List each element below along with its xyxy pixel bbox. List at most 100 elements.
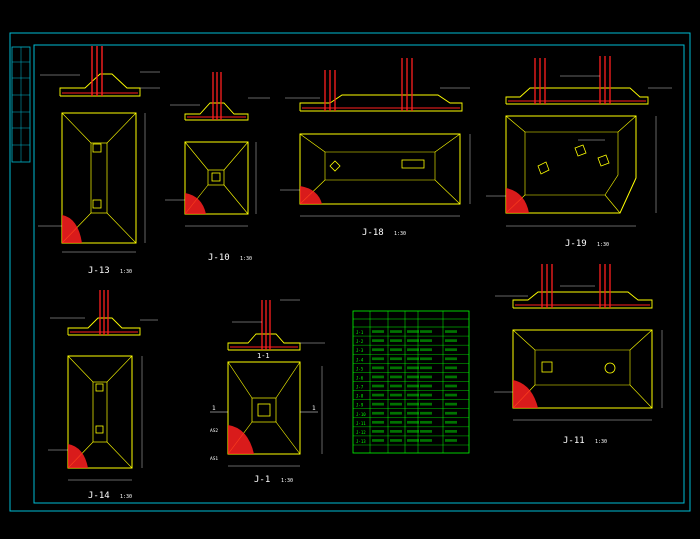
- footing-scale-j13: 1:30: [120, 269, 132, 275]
- table-cell-value: [420, 366, 432, 370]
- table-cell-value: [420, 420, 432, 424]
- table-cell-value: [407, 439, 419, 442]
- table-cell-value: [420, 411, 432, 415]
- table-cell-value: [390, 366, 402, 370]
- table-cell-value: [372, 393, 384, 397]
- table-cell-value: [372, 384, 384, 388]
- table-row-id: J-10: [356, 412, 366, 417]
- footing-j14: J-14 1:30: [48, 290, 158, 501]
- section-j1: [227, 299, 325, 351]
- table-cell-value: [372, 402, 384, 406]
- table-cell-value: [390, 402, 402, 406]
- table-cell-value: [407, 411, 419, 415]
- table-cell-value: [390, 348, 402, 352]
- footing-name-j11: J-11: [563, 436, 585, 446]
- table-row-id: J-1: [356, 330, 364, 335]
- plan-j1: [210, 361, 323, 467]
- table-cell-value: [420, 430, 432, 433]
- footing-name-j19: J-19: [565, 239, 587, 249]
- table-cell-value: [407, 330, 419, 333]
- table-cell-value: [445, 393, 457, 397]
- footing-name-j10: J-10: [208, 253, 230, 263]
- table-cell-value: [407, 339, 419, 342]
- table-row-id: J-12: [356, 430, 366, 435]
- table-cell-value: [407, 420, 419, 424]
- plan-j11: [494, 329, 663, 421]
- table-cell-value: [420, 402, 432, 406]
- footing-name-j18: J-18: [362, 228, 384, 238]
- table-cell-value: [445, 339, 457, 342]
- table-cell-value: [445, 348, 457, 352]
- table-cell-value: [445, 366, 457, 370]
- footing-name-j1: J-1: [254, 475, 270, 485]
- table-row-id: J-5: [356, 366, 364, 371]
- table-cell-value: [390, 420, 402, 424]
- table-cell-value: [420, 330, 432, 333]
- table-cell-value: [390, 357, 402, 361]
- table-cell-value: [407, 393, 419, 397]
- section-j19: [505, 56, 672, 105]
- table-row-id: J-7: [356, 385, 364, 390]
- footing-j11: J-11 1:30: [494, 264, 663, 446]
- table-cell-value: [407, 366, 419, 370]
- table-cell-value: [445, 384, 457, 388]
- section-j10: [170, 72, 270, 121]
- table-cell-value: [407, 375, 419, 379]
- table-cell-value: [372, 411, 384, 415]
- table-cell-value: [390, 375, 402, 379]
- table-cell-value: [445, 357, 457, 361]
- section-j14: [50, 290, 158, 336]
- plan-j18: [280, 133, 471, 217]
- drawing-border: [9, 32, 691, 512]
- table-cell-value: [420, 357, 432, 361]
- table-cell-value: [420, 439, 432, 442]
- table-cell-value: [445, 375, 457, 379]
- footing-j1: 1-1 1 1 AS2 AS1 J-1 1:30: [210, 299, 325, 485]
- footing-scale-j11: 1:30: [595, 439, 607, 445]
- footing-j10: J-10 1:30: [165, 72, 270, 263]
- table-cell-value: [372, 348, 384, 352]
- table-cell-value: [407, 402, 419, 406]
- plan-j14: [48, 355, 143, 481]
- table-cell-value: [407, 430, 419, 433]
- footing-scale-j18: 1:30: [394, 231, 406, 237]
- section-j18: [285, 58, 470, 112]
- table-cell-value: [372, 339, 384, 342]
- table-row-id: J-13: [356, 439, 366, 444]
- table-cell-value: [372, 366, 384, 370]
- table-row-id: J-4: [356, 357, 364, 362]
- table-cell-value: [420, 375, 432, 379]
- table-cell-value: [372, 330, 384, 333]
- table-cell-value: [420, 339, 432, 342]
- footing-scale-j14: 1:30: [120, 494, 132, 500]
- plan-j19: [486, 115, 657, 227]
- table-cell-value: [372, 430, 384, 433]
- table-cell-value: [420, 393, 432, 397]
- as2-label: AS2: [210, 428, 218, 434]
- cut-mark-left: 1: [212, 405, 216, 412]
- footing-scale-j19: 1:30: [597, 242, 609, 248]
- table-row-id: J-6: [356, 375, 364, 380]
- table-cell-value: [445, 330, 457, 333]
- table-cell-value: [390, 439, 402, 442]
- table-cell-value: [445, 402, 457, 406]
- table-cell-value: [407, 357, 419, 361]
- table-cell-value: [390, 339, 402, 342]
- footing-j18: J-18 1:30: [280, 58, 471, 238]
- footing-name-j14: J-14: [88, 491, 110, 501]
- table-cell-value: [372, 375, 384, 379]
- footing-scale-j10: 1:30: [240, 256, 252, 262]
- footing-name-j13: J-13: [88, 266, 110, 276]
- table-cell-value: [420, 384, 432, 388]
- section-j11: [495, 264, 653, 309]
- table-cell-value: [390, 430, 402, 433]
- table-cell-value: [407, 384, 419, 388]
- footing-j19: J-19 1:30: [486, 56, 672, 249]
- section-j13: [40, 46, 160, 97]
- title-strip: [11, 46, 31, 163]
- table-row-id: J-8: [356, 394, 364, 399]
- as1-label: AS1: [210, 456, 218, 462]
- table-cell-value: [390, 384, 402, 388]
- table-row-id: J-2: [356, 339, 364, 344]
